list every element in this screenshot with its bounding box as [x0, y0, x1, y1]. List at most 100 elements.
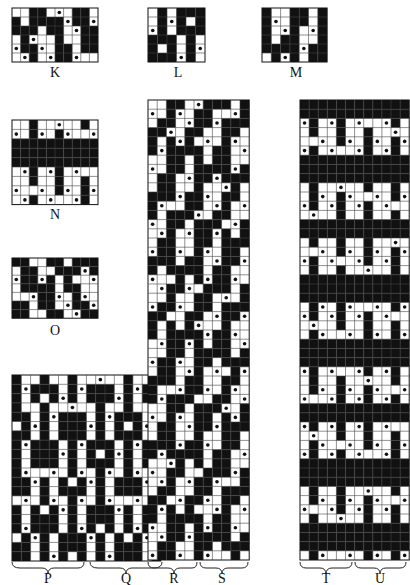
- grid-line: [12, 514, 161, 515]
- raised-cell: [222, 339, 231, 348]
- raised-cell: [176, 394, 185, 403]
- dot-mark: [178, 388, 182, 392]
- raised-cell: [222, 164, 231, 173]
- raised-cell: [186, 26, 196, 35]
- raised-cell: [194, 431, 203, 440]
- dot-mark: [188, 287, 192, 291]
- raised-cell: [240, 358, 249, 367]
- raised-cell: [31, 524, 40, 533]
- raised-cell: [336, 266, 345, 275]
- grid-line: [148, 228, 249, 229]
- grid-line: [148, 247, 249, 248]
- raised-cell: [185, 146, 194, 155]
- raised-cell: [336, 229, 345, 238]
- raised-cell: [212, 210, 221, 219]
- dot-mark: [330, 259, 334, 263]
- dot-mark: [321, 554, 325, 558]
- raised-cell: [222, 376, 231, 385]
- raised-cell: [222, 431, 231, 440]
- raised-cell: [391, 514, 400, 523]
- dot-mark: [52, 471, 56, 475]
- dot-mark: [303, 259, 307, 263]
- raised-cell: [124, 440, 133, 449]
- dot-mark: [178, 140, 182, 144]
- raised-cell: [336, 238, 345, 247]
- raised-cell: [68, 431, 77, 440]
- raised-cell: [68, 468, 77, 477]
- raised-cell: [31, 459, 40, 468]
- raised-cell: [391, 146, 400, 155]
- weave-grid: [12, 375, 161, 561]
- raised-cell: [364, 275, 373, 284]
- dot-mark: [23, 198, 27, 202]
- raised-cell: [373, 100, 382, 109]
- raised-cell: [167, 53, 177, 62]
- raised-cell: [124, 477, 133, 486]
- raised-cell: [186, 53, 196, 62]
- raised-cell: [391, 137, 400, 146]
- raised-cell: [157, 192, 166, 201]
- raised-cell: [31, 449, 40, 458]
- grid-line: [148, 173, 249, 174]
- raised-cell: [222, 496, 231, 505]
- dot-mark: [108, 415, 112, 419]
- raised-cell: [222, 128, 231, 137]
- grid-line: [12, 551, 161, 552]
- raised-cell: [231, 174, 240, 183]
- dot-mark: [206, 498, 210, 502]
- dot-mark: [348, 388, 352, 392]
- grid-line: [148, 339, 249, 340]
- raised-cell: [64, 275, 73, 284]
- dot-mark: [403, 554, 407, 558]
- raised-cell: [148, 440, 157, 449]
- raised-cell: [68, 422, 77, 431]
- raised-cell: [309, 109, 318, 118]
- raised-cell: [373, 275, 382, 284]
- raised-cell: [177, 17, 187, 26]
- dot-mark: [385, 370, 389, 374]
- raised-cell: [29, 120, 38, 129]
- raised-cell: [86, 440, 95, 449]
- raised-cell: [318, 542, 327, 551]
- raised-cell: [21, 310, 30, 319]
- grid-line: [12, 412, 161, 413]
- grid-line: [300, 348, 409, 349]
- dot-mark: [40, 132, 44, 136]
- raised-cell: [318, 339, 327, 348]
- dot-mark: [274, 20, 278, 24]
- raised-cell: [346, 523, 355, 532]
- raised-cell: [77, 431, 86, 440]
- raised-cell: [12, 26, 21, 35]
- raised-cell: [133, 477, 142, 486]
- raised-cell: [373, 229, 382, 238]
- raised-cell: [391, 164, 400, 173]
- grid-line: [300, 357, 409, 358]
- dot-mark: [169, 462, 173, 466]
- raised-cell: [318, 477, 327, 486]
- raised-cell: [336, 542, 345, 551]
- raised-cell: [196, 17, 206, 26]
- dot-mark: [160, 287, 164, 291]
- raised-cell: [157, 174, 166, 183]
- raised-cell: [327, 164, 336, 173]
- dot-mark: [394, 130, 398, 134]
- raised-cell: [222, 321, 231, 330]
- raised-cell: [309, 459, 318, 468]
- dot-mark: [330, 149, 334, 153]
- grid-line: [262, 44, 327, 45]
- raised-cell: [55, 35, 64, 44]
- dot-mark: [206, 140, 210, 144]
- raised-cell: [318, 164, 327, 173]
- grid-line: [148, 118, 249, 119]
- raised-cell: [148, 385, 157, 394]
- raised-cell: [271, 53, 280, 62]
- raised-cell: [364, 100, 373, 109]
- grid-line: [20, 120, 21, 205]
- grid-line: [12, 309, 98, 310]
- raised-cell: [96, 431, 105, 440]
- raised-cell: [336, 174, 345, 183]
- raised-cell: [222, 229, 231, 238]
- raised-cell: [391, 155, 400, 164]
- grid-line: [300, 403, 409, 404]
- raised-cell: [336, 164, 345, 173]
